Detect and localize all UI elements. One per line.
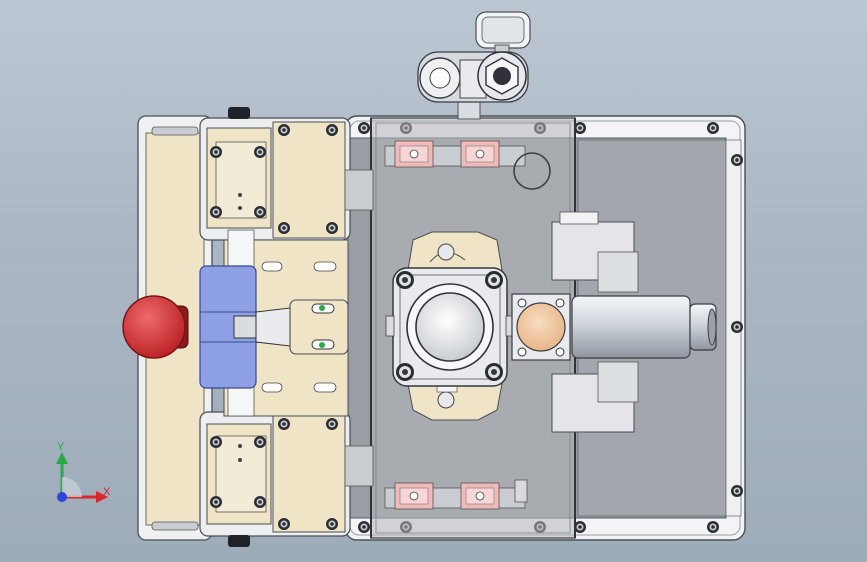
- pressure-gauge-icon: [417, 11, 531, 120]
- x-axis-label: X: [103, 486, 111, 498]
- axis-triad-icon: [56, 452, 108, 503]
- clamp-body: [385, 231, 515, 421]
- port-circle: [513, 152, 551, 190]
- jaw-assembly-bottom: [199, 411, 374, 547]
- linear-rail-blocks: [384, 140, 526, 510]
- orange-disk-clamp: [511, 293, 571, 361]
- jaw-assembly-top: [199, 107, 374, 241]
- pneumatic-cylinder: [551, 211, 717, 433]
- center-slider: [199, 229, 349, 417]
- emergency-stop-icon: [122, 295, 189, 359]
- y-axis-label: Y: [57, 441, 65, 453]
